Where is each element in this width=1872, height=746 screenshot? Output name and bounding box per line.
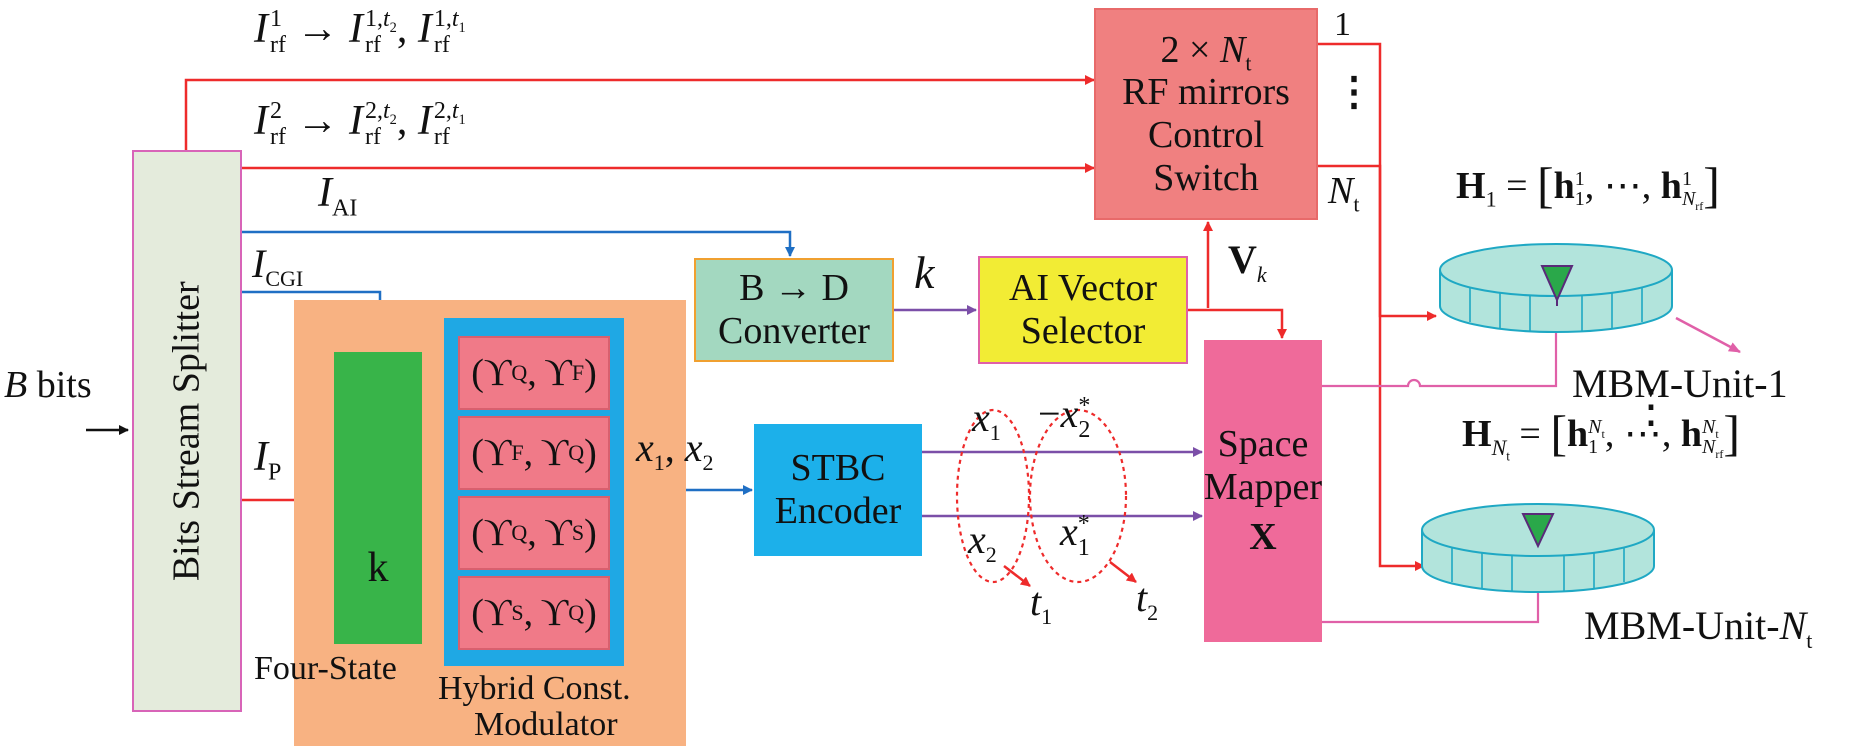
bits-stream-splitter: Bits Stream Splitter [132, 150, 242, 712]
t1-ellipse [955, 408, 1031, 584]
stbc-line1: STBC [790, 447, 886, 490]
icgi-label: ICGI [252, 241, 304, 291]
stbc-line2: Encoder [774, 490, 902, 532]
bd-line2: Converter [718, 310, 870, 352]
input-label: B bits [4, 364, 92, 406]
mbm-dots: ⋮ [1628, 381, 1674, 432]
rf-out-nt-line [1318, 164, 1425, 571]
x12-label: x1, x2 [636, 425, 714, 475]
iai-label: IAI [318, 170, 358, 222]
vk-down-line [1188, 308, 1287, 339]
rf-switch-line4: Switch [1153, 156, 1259, 199]
sym-top-right: −x*2 [1038, 391, 1091, 443]
bd-line1: B → D [739, 267, 849, 310]
rf-out-last-label: Nt [1328, 170, 1360, 217]
mbm-unitn-cylinder [1421, 503, 1655, 593]
four-state-label: Four-State [254, 650, 397, 687]
mapper-line3: X [1249, 516, 1277, 559]
stbc-encoder: STBC Encoder [754, 424, 922, 556]
t1-label: t1 [1030, 579, 1053, 629]
mbm-unitn-label: MBM-Unit-Nt [1584, 603, 1813, 653]
rf-out-dots: ⋮ [1334, 69, 1374, 114]
ai-vector-selector: AI Vector Selector [978, 256, 1188, 364]
vk-label: Vk [1228, 237, 1267, 287]
mbm-unit1-label: MBM-Unit-1 [1572, 361, 1788, 406]
mapper-to-unit1-line [1322, 306, 1558, 388]
switch-k-label: k [367, 544, 389, 591]
mapper-line1: Space [1217, 423, 1309, 466]
space-mapper: Space Mapper X [1204, 340, 1322, 642]
rf-mirrors-control-switch: 2 × Nt RF mirrors Control Switch [1094, 8, 1318, 220]
mapper-line2: Mapper [1203, 465, 1323, 508]
splitter-label: Bits Stream Splitter [165, 281, 208, 581]
four-state-switch: k [334, 352, 422, 644]
bd-converter: B → D Converter [694, 258, 894, 362]
ai-line1: AI Vector [1008, 267, 1158, 310]
sym-bottom-left: x2 [968, 517, 997, 567]
ai-line2: Selector [1020, 310, 1146, 352]
sym-top-left: x1 [972, 395, 1001, 445]
k-label: k [914, 247, 935, 298]
iai-line [242, 230, 795, 257]
rf-switch-line3: Control [1147, 114, 1265, 156]
rf-switch-line1: 2 × Nt [1160, 28, 1252, 76]
irf1-line [184, 75, 1095, 150]
mbm-unit1-cylinder [1439, 243, 1673, 333]
hybrid-label-line2: Modulator [474, 706, 618, 743]
ip-label: IP [254, 434, 282, 486]
unit1-pointer [1675, 316, 1741, 354]
t2-ellipse [1028, 408, 1128, 584]
rf-out-first-label: 1 [1334, 6, 1351, 43]
sym-bottom-right: x*1 [1060, 509, 1090, 561]
t2-label: t2 [1136, 575, 1159, 625]
hybrid-label-line1: Hybrid Const. [438, 670, 631, 707]
rf-switch-line2: RF mirrors [1122, 71, 1290, 114]
